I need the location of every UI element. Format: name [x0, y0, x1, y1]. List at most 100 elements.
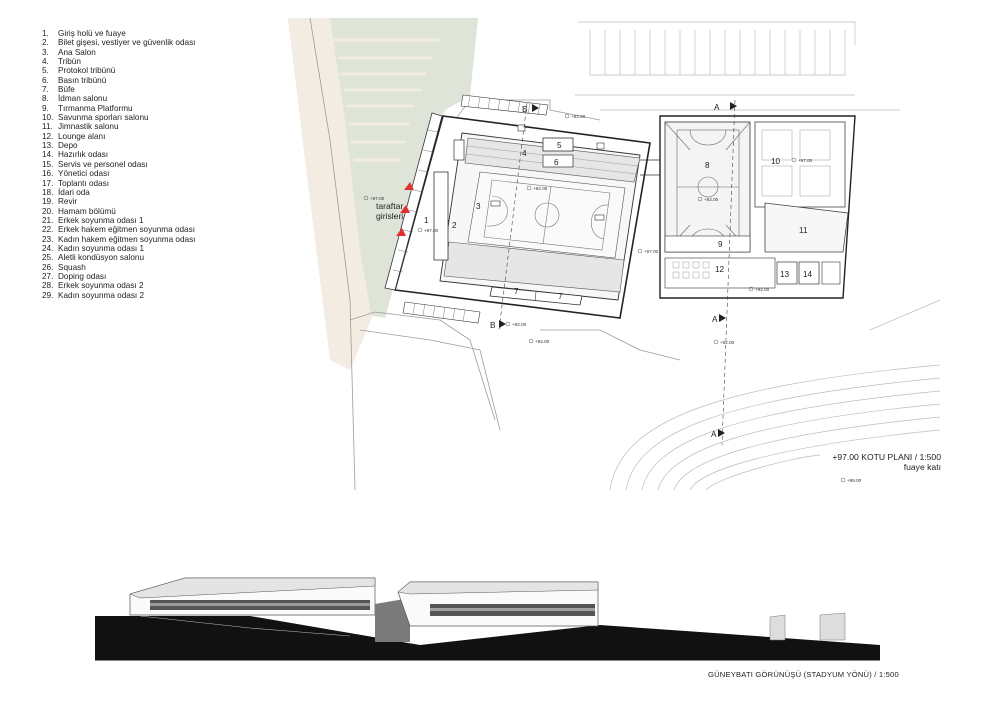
prep-room — [798, 261, 820, 285]
lounge-area — [664, 257, 776, 289]
legend-item-number: 2. — [42, 38, 49, 48]
legend-item: 22. Erkek hakem eğitmen soyunma odası — [42, 225, 195, 234]
south-tribune — [443, 241, 625, 293]
elevation-caption: GÜNEYBATI GÖRÜNÜŞÜ (STADYUM YÖNÜ) / 1:50… — [708, 670, 899, 679]
far-pavilion — [769, 612, 846, 641]
legend-item-number: 29. — [42, 290, 54, 300]
legend-item-label: Lounge alanı — [58, 131, 106, 141]
legend-item: 19.Revir — [42, 197, 195, 206]
legend-item: 21.Erkek soyunma odası 1 — [42, 216, 195, 225]
legend-item: 8. İdman salonu — [42, 94, 195, 103]
west-ramp — [384, 112, 443, 291]
legend-item-label: Basın tribünü — [58, 75, 107, 85]
svg-text:+92.00: +92.00 — [571, 114, 586, 119]
site-contours — [309, 17, 681, 491]
legend-item-label: İdari oda — [58, 187, 90, 197]
section-b-arrow-bot — [499, 320, 506, 328]
level-marker: +92.00 — [748, 286, 770, 292]
legend-item-number: 4. — [42, 57, 49, 67]
legend-item-label: Erkek soyunma odası 1 — [58, 215, 144, 225]
legend-item-label: Erkek soyunma odası 2 — [58, 281, 144, 291]
room-label-6: 6 — [554, 158, 559, 167]
svg-text:+97.00: +97.00 — [644, 249, 659, 254]
legend-item: 18.İdari oda — [42, 188, 195, 197]
legend-item: 1.Giriş holü ve fuaye — [42, 29, 195, 38]
section-lines — [498, 99, 737, 446]
legend-item: 24.Kadın soyunma odası 1 — [42, 244, 195, 253]
room-label-11: 11 — [799, 226, 808, 235]
legend-item-label: Ana Salon — [58, 47, 96, 57]
room-label-9: 9 — [718, 240, 723, 249]
legend-item-label: Yönetici odası — [58, 169, 110, 179]
legend-item-label: Kadın soyunma odası 1 — [58, 243, 145, 253]
level-marker: +92.00 — [697, 196, 719, 202]
legend-item-label: Depo — [58, 141, 78, 151]
legend-item-number: 22. — [42, 225, 54, 235]
ticket-desk — [433, 171, 449, 261]
level-marker: +92.00 — [528, 338, 550, 344]
legend-item-label: Aletli kondüsyon salonu — [58, 253, 145, 263]
elevation-markers: +92.00 +97.00 +97.00 +92.00 +97.00 +92.0… — [363, 113, 862, 483]
main-court-lines — [483, 179, 611, 251]
level-marker: +97.00 — [417, 227, 439, 233]
legend-item-number: 8. — [42, 94, 49, 104]
entrance-arrow-3 — [396, 228, 406, 236]
legend-item-label: Squash — [58, 262, 86, 272]
plan-subtitle: fuaye katı — [903, 462, 941, 472]
plan-title: +97.00 KOTU PLANI / 1:500 — [832, 452, 941, 462]
legend-item: 23.Kadın hakem eğitmen soyunma odası — [42, 235, 195, 244]
legend-item-number: 10. — [42, 113, 54, 123]
press-box — [542, 154, 574, 168]
svg-text:+97.00: +97.00 — [370, 196, 385, 201]
section-a-arrow-mid — [719, 314, 726, 322]
south-stair-treads — [412, 302, 466, 322]
legend-item-number: 23. — [42, 234, 54, 244]
entrance-label-1: taraftar — [376, 201, 403, 211]
running-track — [609, 299, 941, 491]
southwest-elevation — [95, 577, 880, 661]
legend-item-number: 27. — [42, 271, 54, 281]
section-a-label-top: A — [714, 103, 720, 112]
stair-block — [821, 261, 841, 285]
legend-item: 2.Bilet gişesi, vestiyer ve güvenlik oda… — [42, 38, 195, 47]
room-label-5: 5 — [557, 141, 562, 150]
sand-path — [288, 18, 372, 370]
climbing-platform — [664, 235, 751, 253]
level-marker: +97.00 — [637, 248, 659, 254]
legend-item: 28.Erkek soyunma odası 2 — [42, 281, 195, 290]
legend-item: 9.Tırmanma Platformu — [42, 104, 195, 113]
west-ramp-hatch — [392, 129, 439, 273]
terrain-steps — [139, 615, 351, 637]
section-a-label-mid: A — [712, 315, 718, 324]
legend-item: 29.Kadın soyunma odası 2 — [42, 291, 195, 300]
legend-item-number: 20. — [42, 206, 54, 216]
legend-item: 4.Tribün — [42, 57, 195, 66]
legend-item: 11.Jimnastik salonu — [42, 122, 195, 131]
legend-item-number: 11. — [42, 122, 53, 132]
legend-item: 6.Basın tribünü — [42, 76, 195, 85]
legend-item-number: 16. — [42, 169, 54, 179]
legend-item: 14.Hazırlık odası — [42, 150, 195, 159]
svg-text:+97.00: +97.00 — [424, 228, 439, 233]
svg-text:+92.00: +92.00 — [755, 287, 770, 292]
room-label-14: 14 — [803, 270, 813, 279]
legend-item-label: Giriş holü ve fuaye — [58, 29, 126, 38]
legend-item: 15.Servis ve personel odası — [42, 160, 195, 169]
section-a-label-bot: A — [711, 430, 717, 439]
ground-mass — [95, 616, 880, 660]
legend-item-label: Doping odası — [58, 271, 107, 281]
legend-item: 16. Yönetici odası — [42, 169, 195, 178]
legend-item-label: Hamam bölümü — [58, 206, 116, 216]
svg-text:+92.00: +92.00 — [533, 186, 548, 191]
parking-area — [575, 21, 900, 111]
room-labels: 1 2 3 4 5 6 7 7 8 9 10 11 12 13 14 taraf… — [376, 103, 813, 439]
legend-item-label: Erkek hakem eğitmen soyunma odası — [58, 225, 195, 235]
room-label-13: 13 — [780, 270, 790, 279]
legend-item-number: 14. — [42, 150, 54, 160]
legend-item-label: Büfe — [58, 85, 75, 95]
legend-item-number: 25. — [42, 253, 54, 263]
landscape — [288, 17, 681, 491]
legend-item-label: İdman salonu — [58, 94, 108, 104]
room-label-7b: 7 — [558, 292, 563, 301]
north-stair — [460, 94, 549, 116]
